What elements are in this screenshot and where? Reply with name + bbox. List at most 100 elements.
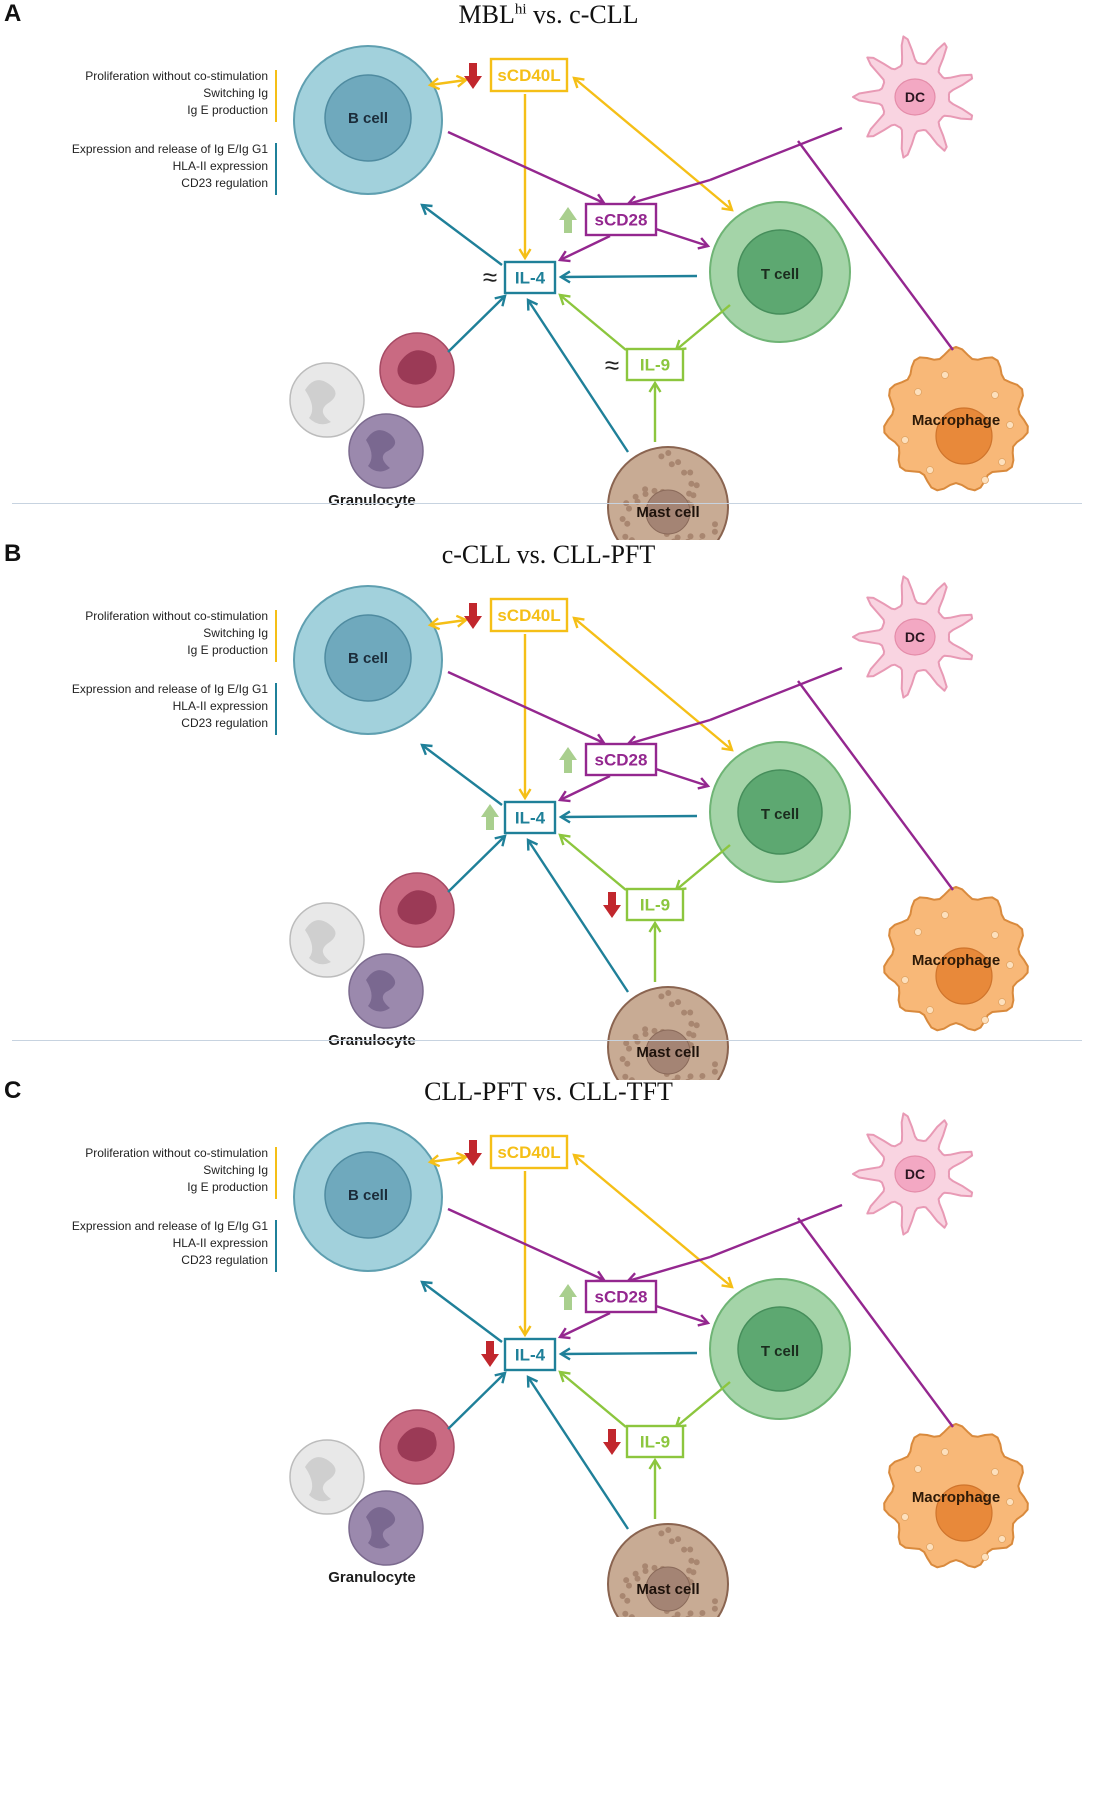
- sCD28-box: sCD28: [584, 1279, 658, 1314]
- granulocyte-IL4-arrow: [447, 834, 507, 893]
- bcell-sCD40L-arrow: [427, 1151, 469, 1168]
- dc-cell: DC: [852, 35, 974, 159]
- IL4-effect-item: CD23 regulation: [181, 1253, 268, 1267]
- mastcell-IL4-arrow: [526, 1375, 630, 1530]
- dc-sCD28-arrow: [625, 1255, 711, 1285]
- panel-title-rest: vs. c-CLL: [526, 0, 639, 29]
- sCD28-box: sCD28: [584, 202, 658, 237]
- IL9-box-label: IL-9: [640, 1433, 670, 1452]
- panel-title: CLL-PFT vs. CLL-TFT: [0, 1077, 1097, 1107]
- mast-cell: Mast cell: [607, 986, 729, 1080]
- panel-divider: [12, 503, 1082, 504]
- t-cell-label: T cell: [761, 1343, 799, 1360]
- mastcell-IL9-arrow: [648, 1457, 662, 1519]
- scd40l-decrease-arrow: [464, 1140, 482, 1166]
- panel-title-main: MBL: [458, 0, 515, 29]
- sCD40L-IL4-arrow: [518, 634, 532, 801]
- sCD40L-tcell-arrow: [572, 616, 734, 752]
- b-cell-label: B cell: [348, 650, 388, 667]
- IL4-effect-item: CD23 regulation: [181, 176, 268, 190]
- il4-approx-marker: ≈: [483, 262, 497, 292]
- IL4-effect-item: HLA-II expression: [173, 699, 268, 713]
- IL4-bcell-arrow: [420, 743, 503, 806]
- sCD28-tcell-arrow: [655, 767, 711, 790]
- IL4-effect-item: Expression and release of Ig E/Ig G1: [72, 142, 268, 156]
- tcell-IL4-arrow: [558, 810, 698, 824]
- sCD28-IL4-arrow: [557, 234, 611, 263]
- sCD40L-box: sCD40L: [489, 1134, 569, 1170]
- pathway-diagram: Proliferation without co-stimulationSwit…: [72, 575, 1029, 1080]
- sCD40L-box: sCD40L: [489, 57, 569, 93]
- IL4-effect-item: Expression and release of Ig E/Ig G1: [72, 682, 268, 696]
- sCD40L-IL4-arrow: [518, 94, 532, 261]
- panel-title-superscript: hi: [514, 1, 527, 18]
- il9-decrease-arrow: [603, 1429, 621, 1455]
- t-cell: T cell: [709, 741, 851, 883]
- t-cell-label: T cell: [761, 266, 799, 283]
- sCD40L-box-label: sCD40L: [497, 606, 560, 625]
- IL4-box-label: IL-4: [515, 1346, 546, 1365]
- sCD40L-effect-item: Switching Ig: [203, 626, 268, 640]
- macrophage-connector-line: [797, 1217, 954, 1428]
- sCD40L-effect-item: Switching Ig: [203, 86, 268, 100]
- sCD40L-box: sCD40L: [489, 597, 569, 633]
- sCD40L-box-label: sCD40L: [497, 66, 560, 85]
- sCD28-IL4-arrow: [557, 774, 611, 803]
- macrophage-connector-line: [797, 140, 954, 351]
- tcell-IL9-arrow: [674, 844, 731, 892]
- granulocyte-IL4-arrow: [447, 294, 507, 353]
- mastcell-IL4-arrow: [526, 838, 630, 993]
- sCD28-box-label: sCD28: [595, 1288, 648, 1307]
- granulocyte-label: Granulocyte: [328, 1569, 416, 1586]
- dc-label: DC: [905, 89, 925, 105]
- b-cell: B cell: [293, 45, 443, 195]
- IL4-box: IL-4: [503, 1337, 557, 1372]
- sCD40L-box-label: sCD40L: [497, 1143, 560, 1162]
- IL4-bcell-arrow: [420, 1280, 503, 1343]
- IL4-effect-item: HLA-II expression: [173, 159, 268, 173]
- panel-label: C: [4, 1077, 22, 1104]
- dc-connector-line: [709, 126, 843, 182]
- sCD40L-effect-item: Proliferation without co-stimulation: [85, 1146, 268, 1160]
- IL4-bcell-arrow: [420, 203, 503, 266]
- mastcell-IL9-arrow: [648, 380, 662, 442]
- IL4-box: IL-4: [503, 800, 557, 835]
- IL4-box-label: IL-4: [515, 269, 546, 288]
- scd40l-decrease-arrow: [464, 603, 482, 629]
- mast-cell-label: Mast cell: [636, 1581, 699, 1598]
- mastcell-IL4-arrow: [526, 298, 630, 453]
- granulocyte-cells: Granulocyte: [289, 1409, 455, 1586]
- IL4-box-label: IL-4: [515, 809, 546, 828]
- IL9-IL4-arrow: [558, 293, 627, 351]
- IL4-box: IL-4: [503, 260, 557, 295]
- sCD40L-effect-item: Ig E production: [187, 643, 268, 657]
- IL4-effect-item: Expression and release of Ig E/Ig G1: [72, 1219, 268, 1233]
- dc-label: DC: [905, 1166, 925, 1182]
- b-cell: B cell: [293, 1122, 443, 1272]
- il4-increase-arrow: [481, 804, 499, 830]
- sCD28-box-label: sCD28: [595, 751, 648, 770]
- mast-cell: Mast cell: [607, 1523, 729, 1617]
- granulocyte-IL4-arrow: [447, 1371, 507, 1430]
- IL9-box: IL-9: [625, 887, 685, 922]
- tcell-IL4-arrow: [558, 1347, 698, 1361]
- dc-cell: DC: [852, 1112, 974, 1236]
- scd28-increase-arrow: [559, 1284, 577, 1310]
- scd28-increase-arrow: [559, 207, 577, 233]
- pathway-diagram: Proliferation without co-stimulationSwit…: [72, 1112, 1029, 1617]
- dc-sCD28-arrow: [625, 178, 711, 208]
- IL9-IL4-arrow: [558, 1370, 627, 1428]
- panel-title: MBLhi vs. c-CLL: [0, 0, 1097, 30]
- dc-sCD28-arrow: [625, 718, 711, 748]
- mast-cell-label: Mast cell: [636, 1044, 699, 1061]
- t-cell: T cell: [709, 1278, 851, 1420]
- il4-decrease-arrow: [481, 1341, 499, 1367]
- macrophage-label: Macrophage: [912, 952, 1000, 969]
- IL9-box-label: IL-9: [640, 356, 670, 375]
- sCD28-IL4-arrow: [557, 1311, 611, 1340]
- il9-decrease-arrow: [603, 892, 621, 918]
- bcell-sCD40L-arrow: [427, 614, 469, 631]
